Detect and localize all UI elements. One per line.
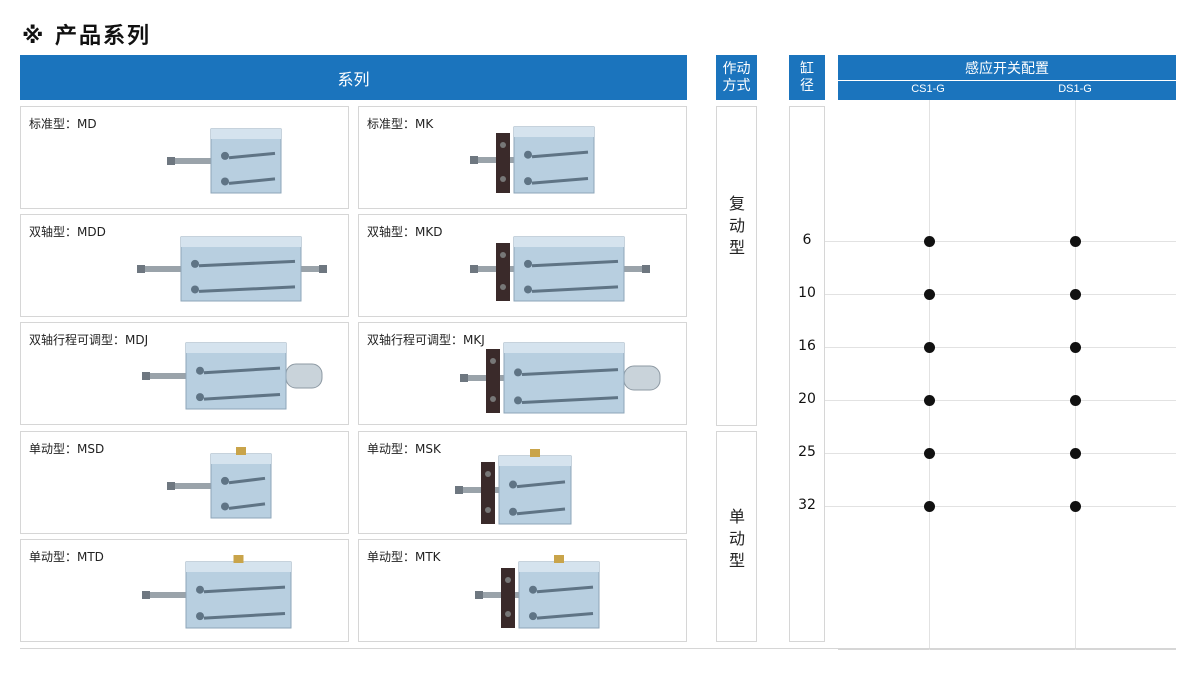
bore-header: 缸径 [789,55,825,100]
page-title: ※ 产品系列 [22,24,152,49]
switch-dot-cs1g [924,501,935,512]
switch-dot-cs1g [924,448,935,459]
product-card[interactable]: 双轴行程可调型：MDJ [20,322,349,425]
switch-dot-cs1g [924,289,935,300]
product-label: 双轴型：MDD [29,225,106,239]
bottom-rule [20,648,1176,649]
bore-row-line [825,453,1176,454]
switch-header: 感应开关配置 [838,55,1176,80]
product-label: 标准型：MD [29,117,97,131]
action-type-double: 复动型 [728,194,745,257]
switch-model-ds1g: DS1-G [1058,83,1092,95]
product-card[interactable]: 标准型：MD [20,106,349,209]
switch-dot-ds1g [1070,448,1081,459]
action-cell-single: 单动型 [716,431,757,642]
bore-size: 16 [798,338,816,354]
product-label: 标准型：MK [367,117,434,131]
product-card[interactable]: 单动型：MSD [20,431,349,534]
product-card[interactable]: 单动型：MTD [20,539,349,642]
switch-region [838,100,1176,650]
switch-dot-cs1g [924,342,935,353]
cylinder-msk-icon [455,449,572,525]
product-card[interactable]: 单动型：MSK [358,431,687,534]
bore-row-line [825,241,1176,242]
switch-guide-cs1g [929,100,930,650]
product-label: 单动型：MSK [367,442,441,456]
product-card[interactable]: 双轴行程可调型：MKJ [358,322,687,425]
cylinder-mdd-icon [137,236,327,302]
product-card[interactable]: 标准型：MK [358,106,687,209]
bore-size: 10 [798,285,816,301]
series-header: 系列 [20,55,687,100]
bore-size: 6 [802,232,812,248]
bore-row-line [825,506,1176,507]
product-card[interactable]: 双轴型：MDD [20,214,349,317]
cylinder-msd-icon [167,447,272,519]
cylinder-mkj-icon [460,342,661,414]
switch-model-bar: CS1-G DS1-G [838,81,1176,100]
bore-size: 25 [798,444,816,460]
switch-dot-ds1g [1070,236,1081,247]
bore-size: 32 [798,497,816,513]
product-card[interactable]: 双轴型：MKD [358,214,687,317]
cylinder-mtk-icon [475,555,600,629]
product-label: 单动型：MSD [29,442,105,456]
bore-size: 20 [798,391,816,407]
cylinder-mtd-icon [142,555,292,629]
cylinder-mkd-icon [470,236,650,302]
switch-dot-ds1g [1070,342,1081,353]
action-header: 作动方式 [716,55,757,100]
switch-model-cs1g: CS1-G [911,83,945,95]
bore-row-line [825,347,1176,348]
product-card[interactable]: 单动型：MTK [358,539,687,642]
cylinder-md-icon [167,128,282,194]
action-cell-double: 复动型 [716,106,757,426]
switch-dot-ds1g [1070,395,1081,406]
product-label: 单动型：MTK [367,550,441,564]
bore-column [789,106,825,642]
switch-dot-cs1g [924,395,935,406]
product-label: 双轴型：MKD [367,225,443,239]
cylinder-mk-icon [470,126,595,194]
product-label: 双轴行程可调型：MDJ [29,333,149,347]
product-label: 单动型：MTD [29,550,104,564]
product-label: 双轴行程可调型：MKJ [367,333,485,347]
bore-row-line [825,400,1176,401]
switch-dot-ds1g [1070,501,1081,512]
switch-dot-cs1g [924,236,935,247]
switch-dot-ds1g [1070,289,1081,300]
cylinder-mdj-icon [142,342,323,410]
bore-row-line [825,294,1176,295]
switch-guide-ds1g [1075,100,1076,650]
action-type-single: 单动型 [728,507,745,570]
